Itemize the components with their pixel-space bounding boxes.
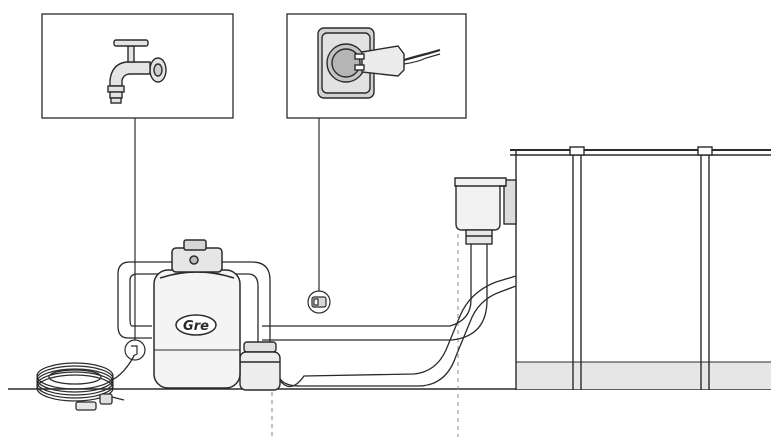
water-tap-icon [107,39,167,104]
pump-strainer [239,341,281,391]
filter-brand-label: Gre [183,319,209,334]
pool-frame-leg [569,146,585,390]
water-connection-marker-icon [124,339,146,361]
hose-filter-loop [117,261,271,346]
pool-frame-leg [697,146,713,390]
power-outlet-plug-icon [317,27,441,99]
sand-filter-tank [153,239,241,389]
power-connection-marker-icon [307,290,331,314]
skimmer [454,177,517,245]
power-outlet-callout [286,13,467,119]
hose-skimmer-to-pump [262,244,488,341]
hose-return-to-pool [277,275,517,388]
above-ground-pool [510,146,771,390]
coiled-garden-hose [36,355,135,411]
water-tap-callout [41,13,234,119]
